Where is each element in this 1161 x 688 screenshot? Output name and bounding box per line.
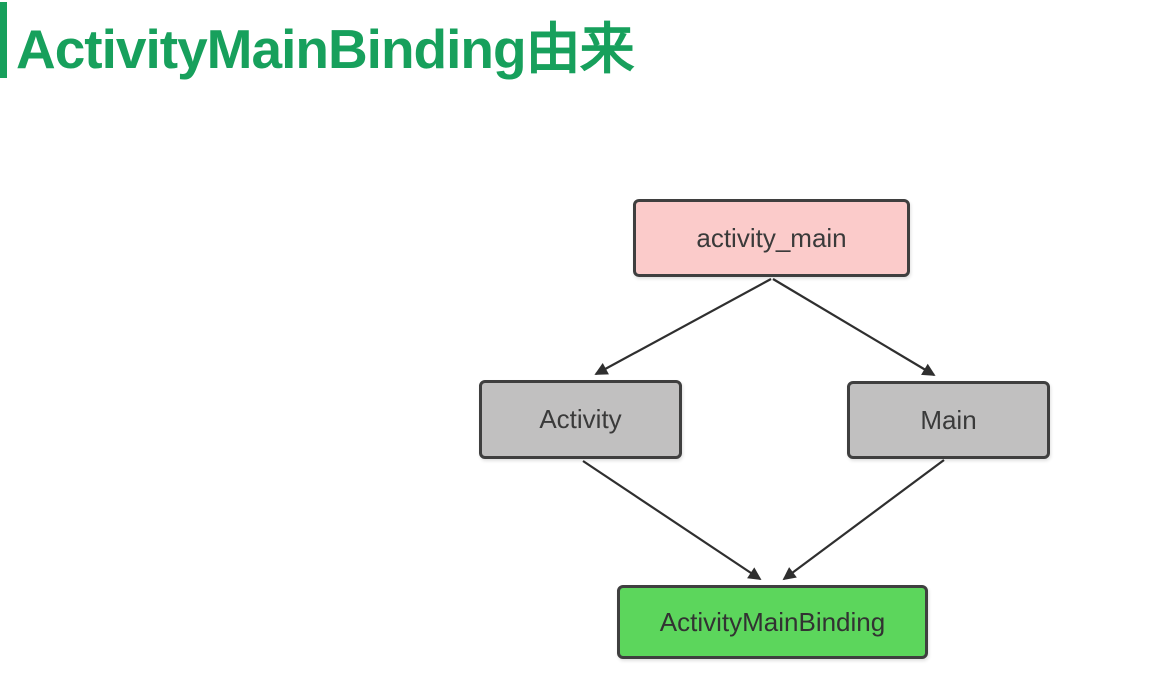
node-main: Main — [847, 381, 1050, 459]
page-title: ActivityMainBinding由来 — [16, 18, 635, 80]
node-activity-main-binding-label: ActivityMainBinding — [659, 606, 886, 637]
node-activity-main: activity_main — [633, 199, 910, 277]
node-activity-main-binding: ActivityMainBinding — [617, 585, 928, 659]
node-activity-label: Activity — [539, 404, 622, 434]
edge-activity-to-binding — [582, 460, 762, 581]
title-accent-bar — [0, 2, 7, 78]
node-activity: Activity — [479, 380, 682, 459]
edge-activitymain-to-activity — [594, 278, 772, 375]
node-main-label: Main — [920, 404, 977, 435]
node-activity-main-label: activity_main — [696, 222, 847, 253]
edge-main-to-binding — [782, 459, 945, 581]
edge-activitymain-to-main — [772, 278, 936, 376]
